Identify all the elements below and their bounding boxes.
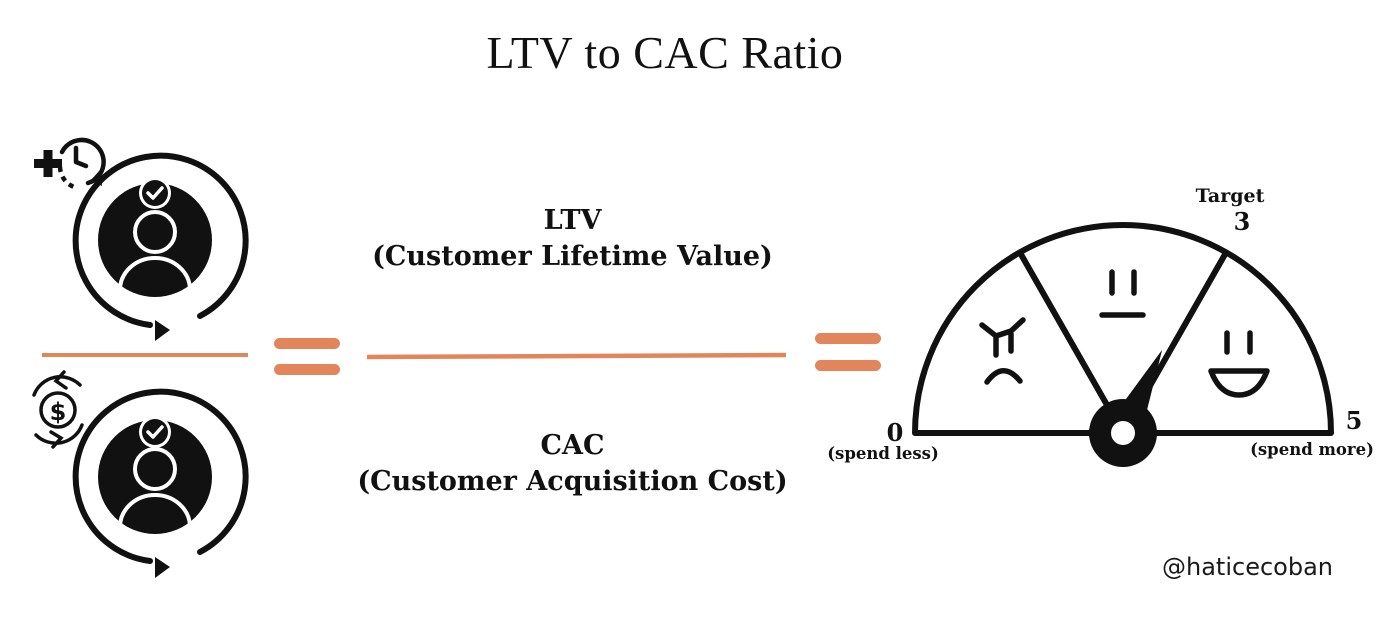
gauge-max-note: (spend more) (1250, 440, 1374, 459)
cac-full-name: (Customer Acquisition Cost) (357, 466, 788, 498)
gauge-target-heading: Target (1196, 185, 1265, 207)
author-credit: @haticecoban (1162, 553, 1333, 581)
gauge-min-label: 0 (887, 418, 904, 447)
check-badge-icon (139, 416, 171, 448)
equals-sign-right (815, 333, 881, 371)
gauge-min-note: (spend less) (827, 444, 939, 463)
ltv-label: LTV (Customer Lifetime Value) (360, 203, 785, 276)
ltv-full-name: (Customer Lifetime Value) (372, 241, 773, 273)
cac-label: CAC (Customer Acquisition Cost) (355, 428, 790, 501)
page-title: LTV to CAC Ratio (486, 27, 844, 78)
dollar-cycle-icon: $ (32, 370, 84, 449)
gauge-divider-left (1017, 252, 1126, 435)
gauge-hub-center (1111, 421, 1135, 445)
ratio-gauge: 0 (spend less) 5 (spend more) Target 3 (827, 185, 1374, 467)
text-fraction-bar (366, 352, 787, 360)
happy-face-icon (1208, 330, 1270, 398)
angry-face-icon (979, 317, 1026, 385)
equals-sign-left (274, 338, 340, 375)
clock-icon (57, 137, 106, 190)
gauge-max-label: 5 (1346, 406, 1363, 435)
svg-text:$: $ (50, 398, 67, 426)
cac-abbr: CAC (540, 430, 605, 461)
check-badge-icon (139, 177, 171, 209)
neutral-face-icon (1099, 269, 1146, 318)
gauge-target-value: 3 (1234, 207, 1251, 236)
ltv-abbr: LTV (543, 205, 602, 236)
plus-icon (34, 150, 62, 177)
customer-acquisition-icon: $ (32, 370, 249, 578)
customer-lifetime-icon (34, 137, 249, 341)
